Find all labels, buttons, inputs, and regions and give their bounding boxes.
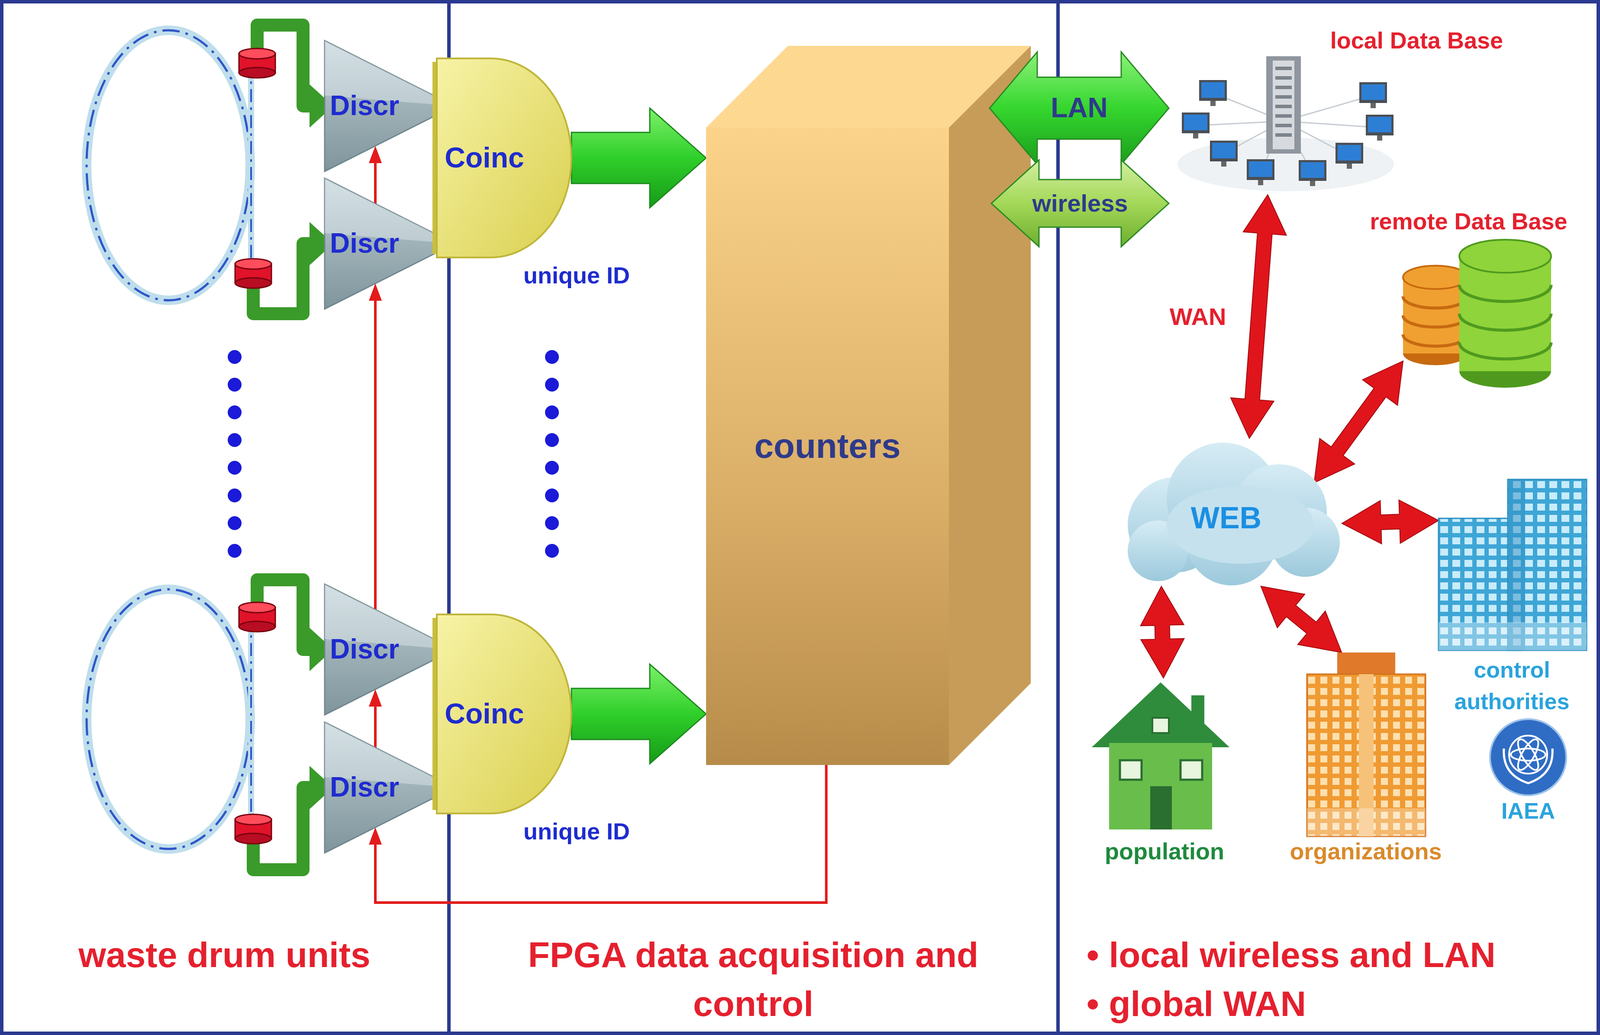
organization-building: organizations — [1274, 649, 1457, 871]
network-link — [1230, 194, 1287, 439]
panel-bullet: • local wireless and LAN — [1086, 930, 1585, 980]
control-line — [368, 145, 382, 204]
edge-label: WAN — [1167, 302, 1230, 332]
panel: FPGA data acquisition and controlCoincun… — [448, 0, 1059, 1035]
photomultiplier — [235, 48, 276, 845]
stakeholder-label: population — [1073, 838, 1256, 865]
data-flow-arrow — [571, 664, 707, 765]
stakeholder-label: IAEA — [1484, 798, 1572, 825]
network-link — [1261, 586, 1342, 653]
local-database: local Data Base — [1168, 21, 1511, 200]
network-link — [1140, 586, 1185, 679]
waste-drum — [86, 589, 252, 850]
signal-arrow — [253, 25, 313, 871]
web-cloud: WEB — [1110, 438, 1342, 587]
coincidence-unit: Coincunique ID — [436, 58, 572, 258]
network-link — [1314, 361, 1404, 483]
control-line — [368, 283, 382, 610]
counter-label: counters — [706, 426, 949, 467]
iaea-logo: IAEA — [1484, 718, 1572, 830]
coincidence-label: Coinc — [441, 141, 528, 175]
data-flow-arrow — [571, 108, 707, 208]
discriminator-label: Discr — [329, 90, 400, 123]
panel-bullet: • global WAN — [1086, 979, 1585, 1029]
database-label: remote Data Base — [1350, 207, 1587, 235]
population-house-shape — [1091, 678, 1230, 830]
organization-building-shape — [1293, 652, 1439, 837]
panel: waste drum unitsDiscrDiscrDiscrDiscr — [0, 0, 449, 1035]
remote-database: remote Data Base — [1350, 203, 1594, 394]
authority-building-shape — [1438, 479, 1587, 651]
ellipsis-dots — [227, 350, 559, 559]
authority-building: control authorities — [1428, 476, 1596, 717]
divider — [1056, 1, 1060, 1034]
unit-id-label: unique ID — [523, 261, 630, 289]
network-link — [1140, 586, 1185, 679]
network-link — [1341, 500, 1439, 545]
iaea-logo-shape — [1489, 718, 1568, 797]
network-link — [1314, 361, 1404, 483]
link-label: LAN — [989, 92, 1169, 125]
link-label: wireless — [991, 189, 1169, 218]
coincidence-unit: Coincunique ID — [436, 614, 572, 814]
network-link — [1261, 586, 1342, 653]
web-label: WEB — [1110, 500, 1342, 536]
remote-database-shape — [1403, 239, 1552, 388]
population-house: population — [1073, 675, 1256, 871]
lan-link: LAN — [989, 51, 1169, 165]
discriminator-label: Discr — [329, 771, 400, 804]
discriminator-label: Discr — [329, 633, 400, 666]
panel-title: waste drum units — [0, 930, 449, 980]
counter-block: counters — [706, 127, 949, 766]
data-flow-arrow — [571, 108, 707, 208]
network-link — [1341, 500, 1439, 545]
panel-title: FPGA data acquisition and control — [515, 930, 992, 1029]
waste-drum — [86, 30, 252, 301]
unit-id-label: unique ID — [523, 818, 630, 846]
data-flow-arrow — [571, 664, 707, 765]
stakeholder-label: organizations — [1274, 838, 1457, 865]
control-line — [374, 706, 377, 749]
panel: • local wireless and LAN• global WAN loca… — [1058, 0, 1600, 1035]
database-label: local Data Base — [1290, 26, 1504, 54]
control-line — [374, 300, 377, 610]
wireless-link: wireless — [991, 160, 1169, 247]
control-line — [368, 689, 382, 749]
coincidence-label: Coinc — [441, 697, 528, 731]
discriminator-label: Discr — [329, 227, 400, 260]
network-link — [1230, 194, 1287, 439]
control-line — [374, 163, 377, 204]
stakeholder-label: control authorities — [1428, 654, 1596, 718]
local-database-shape — [1173, 56, 1399, 195]
